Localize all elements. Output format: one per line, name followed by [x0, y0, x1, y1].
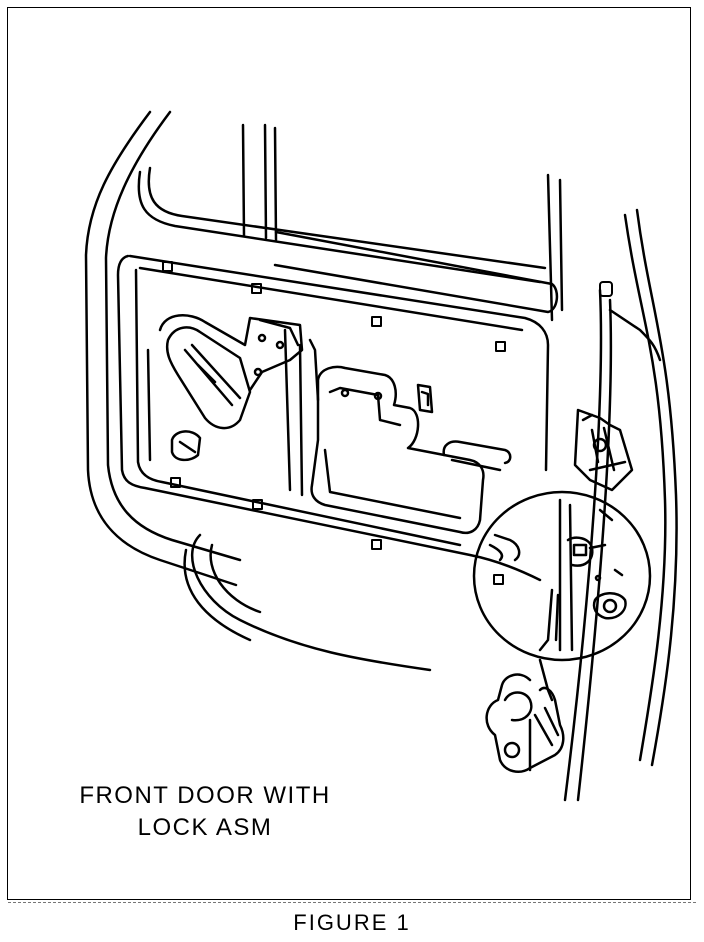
latch-assembly — [573, 408, 634, 492]
figure-frame — [7, 7, 691, 900]
window-channel — [137, 123, 564, 322]
figure-label: FIGURE 1 — [293, 910, 411, 935]
door-frame-outline — [84, 110, 432, 672]
door-edge — [563, 208, 678, 802]
lock-knob — [416, 383, 512, 472]
caption-line-1: FRONT DOOR WITH — [79, 782, 331, 809]
detail-magnifier-circle — [472, 490, 652, 662]
armrest-cavity — [310, 365, 485, 535]
bottom-scan-line — [8, 902, 696, 903]
figure-caption: FRONT DOOR WITH LOCK ASM — [40, 780, 370, 844]
window-regulator — [158, 314, 320, 497]
inner-panel — [116, 254, 550, 582]
caption-line-2: LOCK ASM — [137, 814, 273, 841]
lock-cylinder — [485, 658, 565, 773]
